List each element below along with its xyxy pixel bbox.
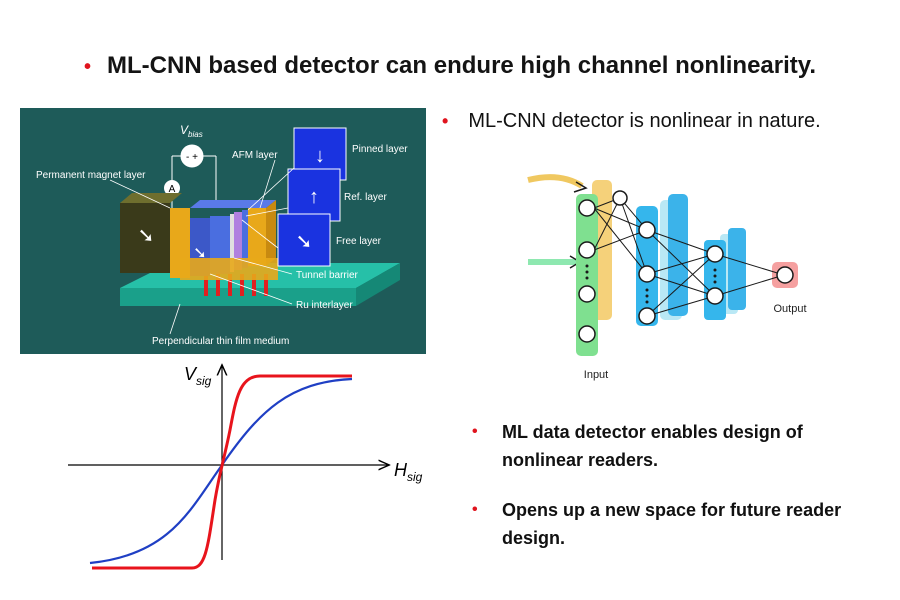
pinned-arrow-icon: ↓: [315, 145, 325, 167]
bullet-text: ML-CNN detector is nonlinear in nature.: [468, 110, 821, 132]
input-label: Input: [584, 369, 608, 381]
label-free: Free layer: [336, 236, 382, 247]
bullet-dot: •: [472, 423, 478, 440]
bullet-text: Opens up a new space for future reader d…: [502, 500, 842, 548]
reader-diagram-panel: - + Vbias A ➘ ➘: [20, 108, 426, 354]
label-ru: Ru interlayer: [296, 300, 353, 311]
ref-box: [287, 168, 341, 222]
bullet-dot: •: [442, 111, 449, 131]
title-text: ML-CNN based detector can endure high ch…: [107, 52, 816, 79]
y-axis-label: Vsig: [184, 364, 212, 388]
output-label: Output: [773, 303, 806, 315]
free-arrow-icon: ➘: [193, 245, 206, 262]
bullet-nonlinear-readers: • ML data detector enables design of non…: [472, 418, 872, 474]
steep-curve: [92, 374, 352, 570]
label-permanent-magnet: Permanent magnet layer: [36, 170, 146, 181]
reader-diagram: - + Vbias A ➘ ➘: [36, 123, 408, 347]
transfer-curve-plot: Vsig Hsig: [68, 360, 423, 570]
ammeter-icon: [164, 180, 180, 196]
bullet-dot: •: [472, 501, 478, 518]
bullet-text: ML data detector enables design of nonli…: [502, 422, 803, 470]
free-box-arrow-icon: ➘: [296, 231, 313, 253]
x-axis-label: Hsig: [394, 460, 423, 484]
cnn-diagram: Input Output: [527, 174, 807, 381]
bias-label: Vbias: [180, 123, 203, 139]
bullet-future-design: • Opens up a new space for future reader…: [472, 496, 892, 552]
label-tunnel: Tunnel barrier: [296, 270, 359, 281]
free-box: [277, 213, 331, 267]
input-layer: [576, 194, 598, 356]
slide-title: • ML-CNN based detector can endure high c…: [0, 52, 900, 80]
bias-sign: - +: [186, 152, 198, 163]
label-medium: Perpendicular thin film medium: [152, 336, 289, 347]
label-afm: AFM layer: [232, 150, 278, 161]
label-ref: Ref. layer: [344, 192, 387, 203]
ammeter-label: A: [169, 184, 176, 195]
magnet-arrow-icon: ➘: [138, 225, 155, 247]
ref-arrow-icon: ↑: [309, 186, 319, 208]
title-bullet: •: [84, 56, 92, 78]
label-pinned: Pinned layer: [352, 144, 408, 155]
bullet-nonlinear: • ML-CNN detector is nonlinear in nature.: [442, 110, 821, 133]
